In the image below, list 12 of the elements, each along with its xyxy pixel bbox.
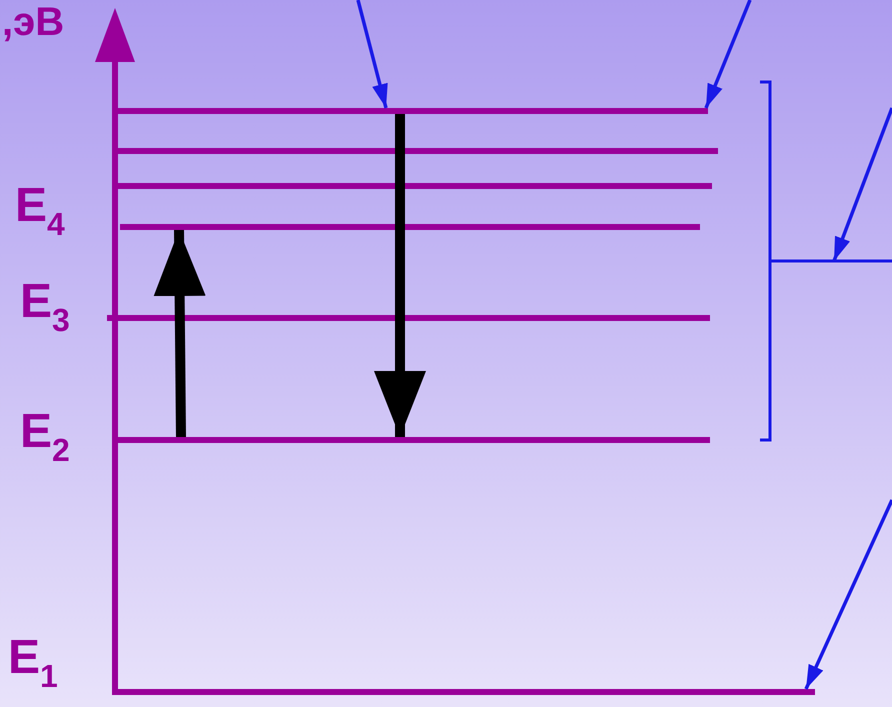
transition-arrow	[374, 114, 426, 437]
level-label: E$_{2}$	[20, 408, 70, 466]
axis-label: ,эВ	[2, 2, 64, 42]
pointer-arrow	[704, 0, 752, 109]
pointer-arrow	[356, 0, 388, 108]
pointer-arrow	[832, 107, 892, 262]
level-label: E$_{4}$	[15, 182, 65, 240]
level-label: E$_{1}$	[8, 634, 58, 692]
bracket	[758, 80, 892, 442]
level-label: E$_{3}$	[20, 278, 70, 336]
transition-arrow	[154, 230, 206, 438]
pointer-arrow	[804, 499, 892, 690]
